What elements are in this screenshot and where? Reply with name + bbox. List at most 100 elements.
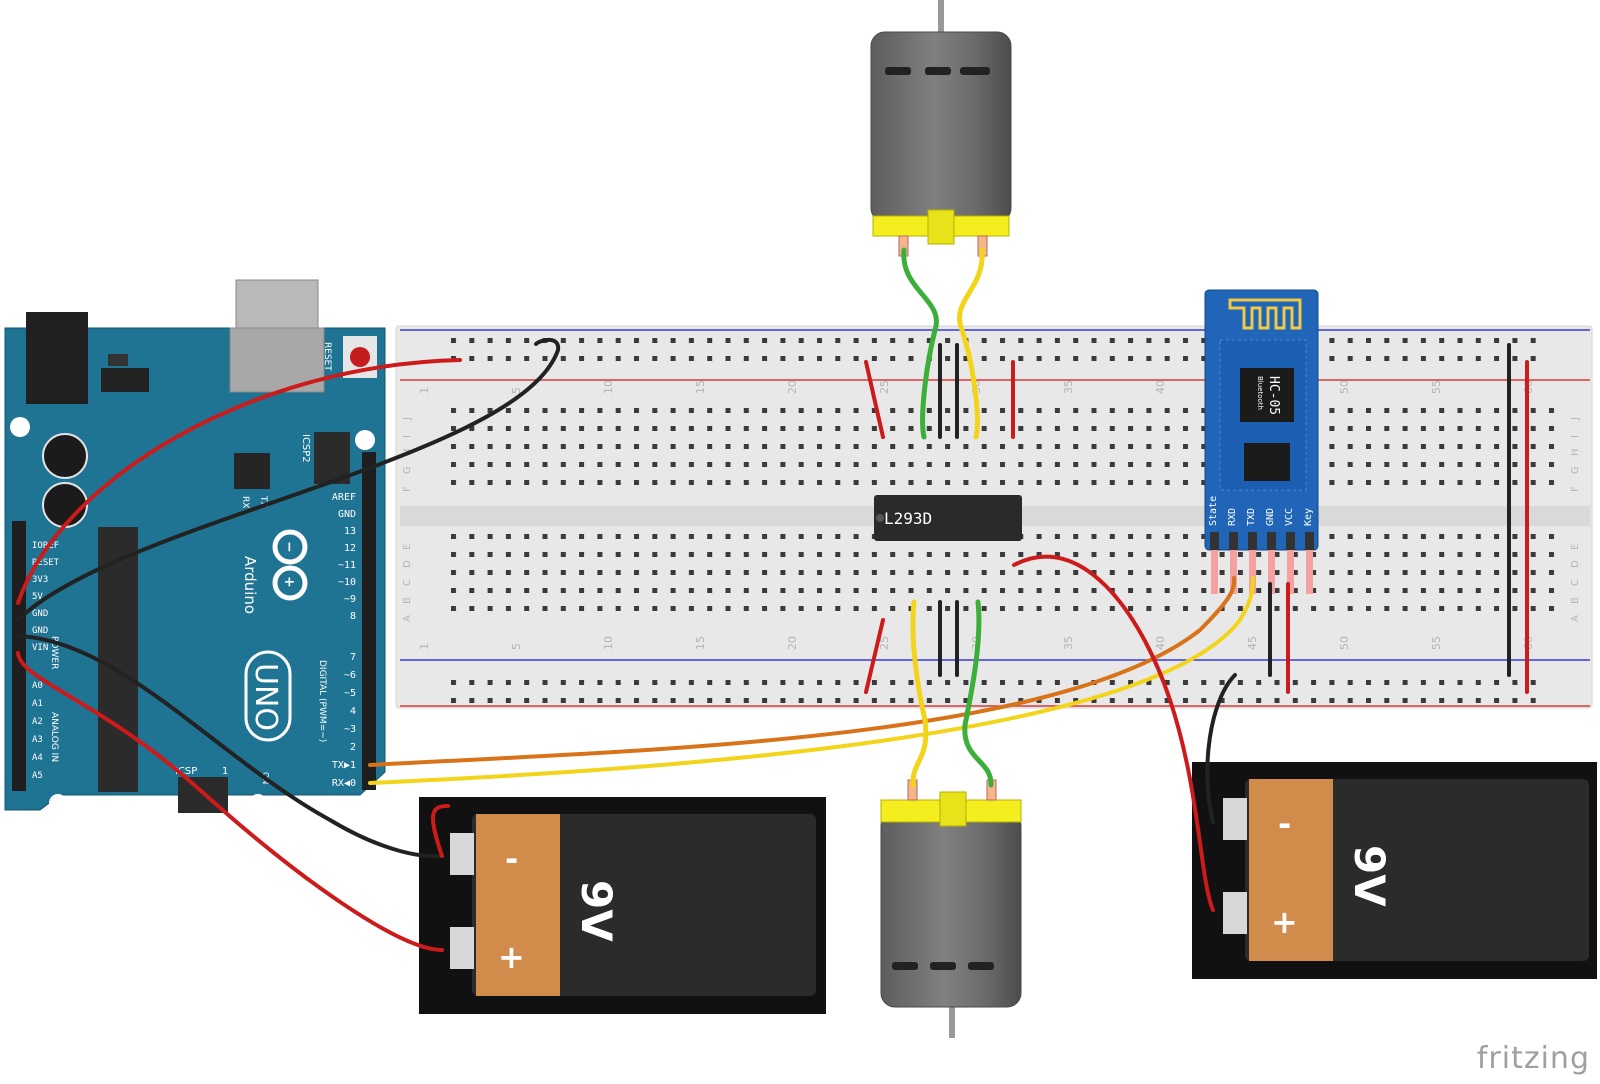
arduino-pin-label: TX▶1 xyxy=(332,760,356,771)
reset-label: RESET xyxy=(322,342,332,371)
column-number: 1 xyxy=(418,643,431,650)
arduino-pin-label: GND xyxy=(32,609,48,619)
l293d-chip: L293D xyxy=(874,495,1022,541)
digital-label: DIGITAL (PWM=~) xyxy=(317,660,327,742)
battery-9v-left: - + 9V xyxy=(419,797,826,1014)
icsp2-label: ICSP2 xyxy=(300,434,311,463)
hc05-pin xyxy=(1210,532,1219,550)
arduino-pin-label: VIN xyxy=(32,643,48,653)
hc05-pin-label: TXD xyxy=(1246,508,1257,526)
column-number: 35 xyxy=(1062,380,1075,394)
hc05-pin xyxy=(1305,532,1314,550)
row-letter: A xyxy=(402,615,413,622)
arduino-pin-label: A0 xyxy=(32,681,43,691)
analog-in-label: ANALOG IN xyxy=(49,712,59,762)
arduino-pin-label: 5V xyxy=(32,592,43,602)
row-letter: C xyxy=(1570,579,1581,586)
row-letter: D xyxy=(1570,560,1581,568)
row-letter: F xyxy=(402,486,413,492)
wire-rx-yellow xyxy=(368,576,1255,785)
hc05-title: HC-05 xyxy=(1266,376,1281,415)
svg-text:−: − xyxy=(281,541,297,553)
arduino-pin-label: AREF xyxy=(332,492,356,503)
arduino-pin-label: A4 xyxy=(32,753,43,763)
arduino-pin-label: 2 xyxy=(350,742,356,753)
rx-label: RX xyxy=(240,496,250,508)
column-number: 25 xyxy=(878,636,891,650)
row-letter: E xyxy=(1570,544,1581,550)
battery-left-label: 9V xyxy=(572,880,621,942)
hc05-pin xyxy=(1286,532,1295,550)
row-letter: G xyxy=(1570,466,1581,474)
column-number: 15 xyxy=(694,380,707,394)
wire-5v-red xyxy=(16,358,462,605)
svg-text:+: + xyxy=(281,576,297,588)
wire-gnd-black xyxy=(16,337,561,622)
hc05-pin-lead xyxy=(1287,550,1294,594)
row-letter: A xyxy=(1570,615,1581,622)
column-number: 1 xyxy=(418,387,431,394)
arduino-pin-label: ~6 xyxy=(344,670,356,681)
column-number: 10 xyxy=(602,380,615,394)
row-letter: B xyxy=(1570,597,1581,604)
arduino-pin-label: A5 xyxy=(32,771,43,781)
arduino-pin-label: 4 xyxy=(350,706,356,717)
hc05-pin-lead xyxy=(1268,550,1275,594)
arduino-pin-label: 7 xyxy=(350,652,356,663)
column-number: 40 xyxy=(1154,380,1167,394)
row-letter: I xyxy=(1570,435,1581,438)
row-letter: D xyxy=(402,560,413,568)
column-number: 5 xyxy=(510,643,523,650)
row-letter: J xyxy=(402,417,413,421)
wire-motor-bottom-yellow xyxy=(910,599,929,788)
row-letter: H xyxy=(1570,448,1581,456)
arduino-pin-label: A2 xyxy=(32,717,43,727)
wires xyxy=(16,247,1529,952)
icsp-label: ICSP xyxy=(175,766,197,777)
arduino-pin-label: 8 xyxy=(350,611,356,622)
wire-motor-top-yellow xyxy=(957,247,985,440)
hc05-pin-label: GND xyxy=(1265,508,1276,526)
column-number: 50 xyxy=(1338,380,1351,394)
battery-right-plus: + xyxy=(1271,903,1298,941)
column-number: 5 xyxy=(510,387,523,394)
column-number: 20 xyxy=(786,636,799,650)
row-letter: J xyxy=(1570,417,1581,421)
hc05-pin-lead xyxy=(1306,550,1313,594)
battery-left-minus: - xyxy=(505,840,518,878)
column-number: 10 xyxy=(602,636,615,650)
column-number: 45 xyxy=(1246,636,1259,650)
hc05-pin xyxy=(1229,532,1238,550)
arduino-pin-label: GND xyxy=(32,626,48,636)
battery-left-plus: + xyxy=(498,938,525,976)
tx-label: TX xyxy=(258,495,268,508)
arduino-pin-label: RESET xyxy=(32,558,60,568)
wire-motor-bottom-green xyxy=(962,599,994,788)
battery-right-minus: - xyxy=(1278,805,1291,843)
wire-motor-top-green xyxy=(901,247,939,440)
wire-tx-orange xyxy=(368,576,1237,767)
arduino-pin-label: A1 xyxy=(32,699,43,709)
arduino-pin-label: GND xyxy=(338,509,356,520)
row-letter: B xyxy=(402,597,413,604)
hc05-pin-label: VCC xyxy=(1284,508,1295,526)
fritzing-watermark: fritzing xyxy=(1476,1041,1590,1076)
column-number: 35 xyxy=(1062,636,1075,650)
hc05-pin-lead xyxy=(1230,550,1237,594)
arduino-pin-label: ~10 xyxy=(338,577,356,588)
hc05-pin-lead xyxy=(1211,550,1218,594)
hc05-pin-label: Key xyxy=(1303,508,1314,526)
dc-motor-bottom xyxy=(880,779,1022,1038)
arduino-brand: Arduino xyxy=(241,556,259,614)
arduino-pin-label: 12 xyxy=(344,543,356,554)
hc05-pin-label: State xyxy=(1208,496,1219,526)
column-number: 20 xyxy=(786,380,799,394)
arduino-pin-label: A3 xyxy=(32,735,43,745)
l293d-label: L293D xyxy=(884,509,932,528)
row-letter: I xyxy=(402,435,413,438)
wire-gnd-battery-black xyxy=(16,634,444,859)
hc05-pin xyxy=(1248,532,1257,550)
arduino-pin-label: RX◀0 xyxy=(332,778,356,789)
arduino-pin-label: ~3 xyxy=(344,724,356,735)
row-letter: F xyxy=(1570,486,1581,492)
